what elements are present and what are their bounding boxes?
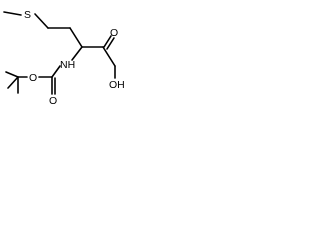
bond-ch-nh (71, 46, 83, 61)
molecule-diagram: S NH O O O OH (0, 0, 128, 116)
bond-tbu-me1 (5, 71, 19, 78)
atom-o-carbonyl-label: O (49, 95, 57, 107)
bond-ch3-s (3, 11, 22, 16)
bond-ch2-ch (69, 27, 83, 48)
bond-nh-c (51, 65, 61, 78)
atom-o-ether-label: O (29, 72, 37, 84)
bond-tbu-me3 (7, 76, 19, 89)
bond-s-ch2 (34, 13, 49, 29)
atom-o-acid-label: O (110, 27, 118, 39)
atom-s-label: S (24, 9, 31, 21)
bond-ch2-cooh (102, 46, 116, 67)
structure-svg: S NH O O O OH (3, 9, 125, 107)
atom-nh-label: NH (60, 59, 75, 71)
atom-oh-label: OH (109, 79, 125, 91)
bond-acid-co-1 (103, 35, 112, 48)
bond-acid-co-2 (106, 37, 115, 50)
